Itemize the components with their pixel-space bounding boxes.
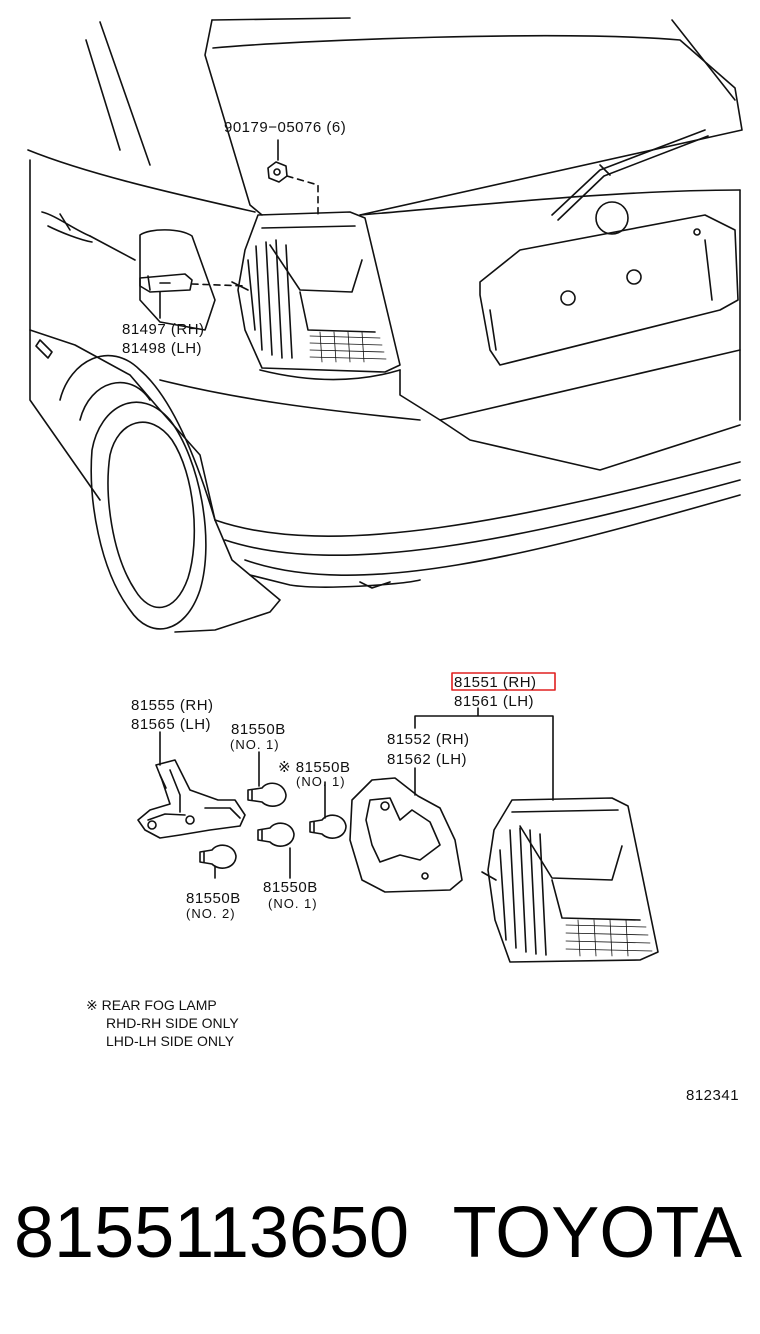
nut-dashed-line (286, 175, 319, 217)
label-wiring-lh: 81565 (LH) (131, 716, 211, 733)
label-bulb-a-no: (NO. 1) (230, 737, 280, 752)
label-bulb-b: ※ 81550B (278, 759, 350, 776)
rear-combination-lamp (481, 797, 659, 963)
label-bulb-d: 81550B (263, 879, 318, 896)
label-bulb-a: 81550B (231, 721, 286, 738)
socket-dashed-line (191, 283, 247, 287)
bulb-4 (199, 844, 237, 869)
label-gasket-lh: 81562 (LH) (387, 751, 467, 768)
label-bulb-b-no: (NO. 1) (296, 774, 346, 789)
bulb-leaders (214, 751, 326, 879)
part-footer: 8155113650 TOYOTA (0, 1185, 760, 1295)
label-lamp-lh: 81561 (LH) (454, 693, 534, 710)
bulb-3 (257, 822, 295, 847)
label-gasket-rh: 81552 (RH) (387, 731, 470, 748)
label-socket-lh: 81498 (LH) (122, 340, 202, 357)
figure-code: 812341 (686, 1087, 739, 1104)
parts-diagram: 90179−05076 (6) 81497 (RH) 81498 (LH) 81… (27, 17, 743, 1104)
part-number: 8155113650 (14, 1193, 410, 1273)
installed-tail-lamp (231, 211, 401, 373)
label-bulb-d-no: (NO. 1) (268, 896, 318, 911)
note-line-3: LHD-LH SIDE ONLY (106, 1033, 235, 1049)
mounting-nut (267, 161, 288, 183)
gasket (349, 777, 463, 893)
label-socket-rh: 81497 (RH) (122, 321, 205, 338)
bulb-1 (247, 782, 287, 807)
note-line-2: RHD-RH SIDE ONLY (106, 1015, 239, 1031)
bulb-2 (309, 814, 347, 839)
brand-name: TOYOTA (452, 1193, 742, 1273)
lamp-leader-bracket (414, 707, 554, 801)
label-bulb-c: 81550B (186, 890, 241, 907)
label-nut: 90179−05076 (6) (224, 119, 346, 136)
wiring-harness (137, 759, 246, 839)
label-bulb-c-no: (NO. 2) (186, 906, 236, 921)
lamp-socket (139, 273, 193, 293)
note-line-1: ※ REAR FOG LAMP (86, 997, 217, 1013)
part-highlight-box (451, 672, 556, 691)
vehicle-body (27, 17, 743, 633)
label-lamp-rh: 81551 (RH) (454, 674, 537, 691)
label-wiring-rh: 81555 (RH) (131, 697, 214, 714)
